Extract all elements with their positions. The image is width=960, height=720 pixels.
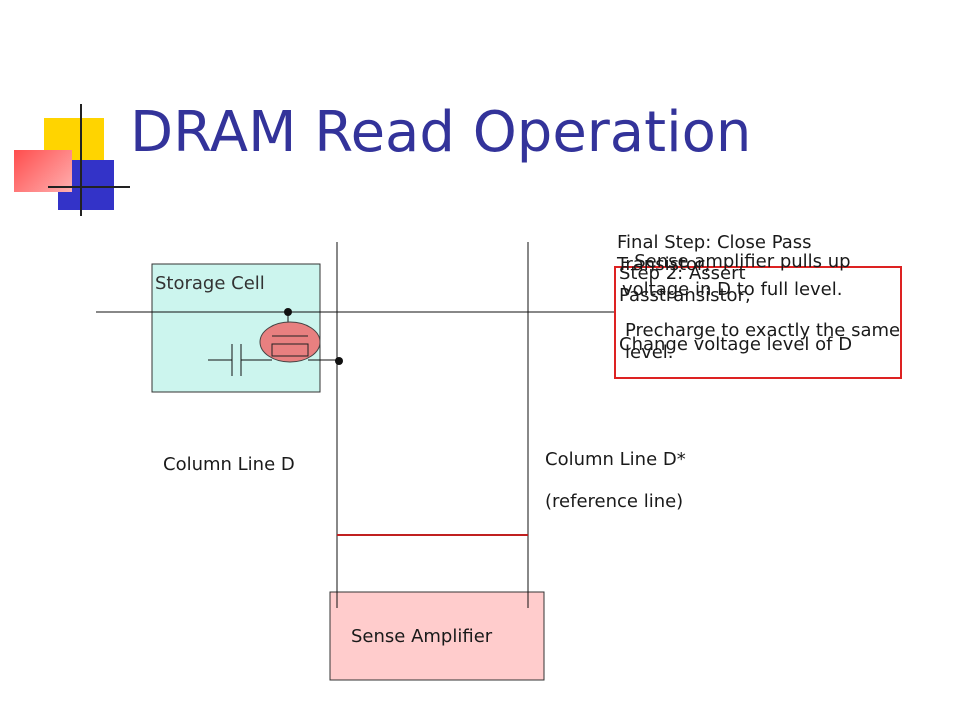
decor-horizontal-line <box>48 186 130 188</box>
column-line-d-label: Column Line D <box>163 454 295 475</box>
decor-red-square <box>14 150 72 192</box>
storage-cell-label: Storage Cell <box>155 273 265 294</box>
step-2-text-2: Change voltage level of D <box>619 334 909 356</box>
word-line-junction <box>284 308 292 316</box>
reference-line-label: (reference line) <box>545 491 684 512</box>
decor-vertical-line <box>80 104 82 216</box>
step-3-line-1: - Sense amplifier pulls up <box>622 251 851 272</box>
step-2-line-2: Change voltage level of D <box>619 334 853 355</box>
page-title: DRAM Read Operation <box>130 100 752 165</box>
pass-transistor <box>259 321 321 363</box>
step-3-line-2: voltage in D to full level. <box>622 279 843 300</box>
step-final-line-1: Final Step: Close Pass Transistor, <box>617 232 812 275</box>
step-final-text: Final Step: Close Pass Transistor, <box>617 232 897 276</box>
column-line-d-star-label: Column Line D* <box>545 449 686 470</box>
decor-logo <box>0 0 140 220</box>
step-highlight-box <box>614 266 902 379</box>
step-2-line-1: Step 2: Assert Passtransistor, <box>619 263 751 306</box>
step-final-line-2: Precharge to exactly the same level. <box>625 320 901 363</box>
column-junction <box>335 357 343 365</box>
step-final-text-2: Precharge to exactly the same level. <box>625 320 905 364</box>
step-2-text: Step 2: Assert Passtransistor, <box>619 263 819 307</box>
sense-amplifier-label: Sense Amplifier <box>351 626 493 647</box>
sense-amplifier-box <box>329 591 545 681</box>
transistor-channel <box>271 343 309 357</box>
step-3-text: - Sense amplifier pulls up voltage in D … <box>622 251 902 301</box>
